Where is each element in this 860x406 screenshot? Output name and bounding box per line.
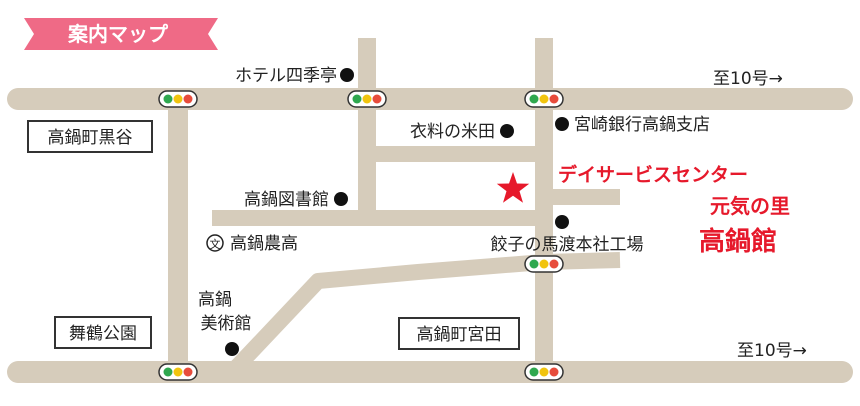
map-title-banner: 案内マップ [24, 18, 218, 50]
school-icon-glyph: 文 [210, 237, 221, 251]
landmark-hotel-label: ホテル四季亭 [235, 66, 337, 86]
landmark-library-label: 高鍋図書館 [244, 190, 329, 210]
traffic-signal-bottom-left [158, 363, 198, 381]
direction-label-top: 至10号→ [713, 69, 783, 89]
traffic-signal-gyoza [524, 255, 564, 273]
intersection-box-maizuru: 舞鶴公園 [54, 316, 152, 349]
map-title: 案内マップ [67, 22, 169, 46]
intersection-label-kurodani: 高鍋町黒谷 [48, 128, 133, 148]
facility-name-line1: デイサービスセンター [558, 163, 748, 186]
intersection-label-miyata: 高鍋町宮田 [417, 325, 502, 345]
traffic-signal-bottom-right [524, 363, 564, 381]
landmark-museum-label-line1: 高鍋 [198, 290, 232, 310]
landmark-bank-label: 宮崎銀行高鍋支店 [574, 115, 710, 135]
landmark-high-school: 文 高鍋農高 [206, 234, 298, 254]
star-icon [496, 172, 530, 203]
landmark-museum-marker [225, 342, 239, 356]
landmark-hotel: ホテル四季亭 [235, 66, 354, 86]
intersection-box-kurodani: 高鍋町黒谷 [27, 120, 153, 153]
traffic-signal-top-left [158, 90, 198, 108]
direction-label-bottom: 至10号→ [737, 341, 807, 361]
landmark-hotel-marker [340, 68, 354, 82]
landmark-clothing: 衣料の米田 [410, 122, 514, 142]
traffic-signal-top-right [524, 90, 564, 108]
landmark-bank: 宮崎銀行高鍋支店 [555, 115, 710, 135]
intersection-box-miyata: 高鍋町宮田 [398, 317, 520, 350]
landmark-bank-marker [555, 117, 569, 131]
intersection-label-maizuru: 舞鶴公園 [69, 324, 137, 344]
landmark-library-marker [334, 192, 348, 206]
road-diagonal [226, 252, 621, 378]
landmark-museum-label-line2: 美術館 [201, 314, 252, 334]
landmark-gyoza: 餃子の馬渡本社工場 [491, 215, 644, 255]
landmark-gyoza-marker [555, 215, 569, 229]
landmark-library: 高鍋図書館 [244, 190, 348, 210]
banner-shape [24, 18, 218, 50]
traffic-signal-top-middle [347, 90, 387, 108]
landmark-high-school-label: 高鍋農高 [230, 234, 298, 254]
landmark-clothing-marker [500, 124, 514, 138]
road-network [7, 38, 853, 383]
facility-name-line3: 高鍋館 [699, 226, 777, 257]
facility-name-line2: 元気の里 [710, 194, 790, 218]
landmark-gyoza-label: 餃子の馬渡本社工場 [491, 235, 644, 255]
landmark-clothing-label: 衣料の米田 [410, 122, 495, 142]
school-icon [206, 234, 224, 252]
facility-destination: デイサービスセンター 元気の里 高鍋館 [496, 163, 790, 257]
landmark-museum: 高鍋 美術館 [198, 290, 252, 356]
